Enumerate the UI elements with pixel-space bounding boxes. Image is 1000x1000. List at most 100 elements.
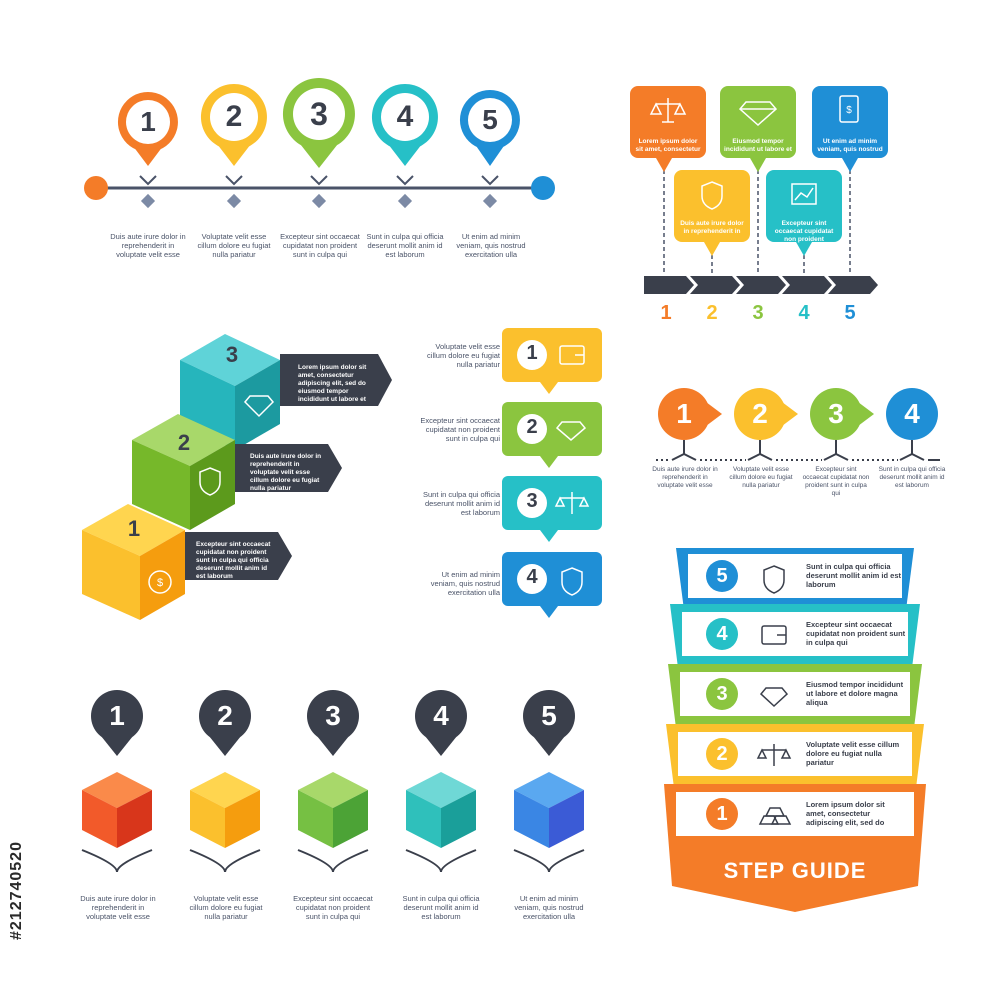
invoice-icon: $ — [839, 95, 859, 123]
drop-caption: Voluptate velit esse cillum dolore eu fu… — [729, 466, 793, 489]
cube-2 — [190, 772, 260, 848]
diamond-icon — [759, 687, 789, 708]
cube-3 — [298, 772, 368, 848]
speech-caption: Voluptate velit esse cillum dolore eu fu… — [427, 342, 500, 369]
pin-number: 2 — [225, 100, 243, 133]
stair-number: 2 — [177, 430, 191, 455]
square-callouts: $ Lorem ipsum dolor sit amet, consectetu… — [620, 80, 900, 330]
money-bag-icon: $ — [148, 570, 172, 594]
pin-3 — [282, 78, 355, 168]
pin-timeline-graphic — [84, 78, 555, 209]
speech-list-graphic — [502, 328, 602, 618]
drop-1 — [658, 388, 722, 440]
step-guide-text: Voluptate velit esse cillum dolore eu fu… — [806, 740, 900, 767]
drop-4 — [886, 388, 938, 440]
speech-list: 1 2 3 4 Voluptate velit esse cillum dolo… — [410, 320, 610, 630]
cube-row-graphic — [81, 690, 585, 873]
timeline-caption: Voluptate velit esse cillum dolore eu fu… — [197, 232, 271, 259]
scale-icon — [554, 492, 590, 514]
step-number: 2 — [706, 302, 718, 324]
gold-bars-icon — [758, 807, 792, 825]
cube-pin-number: 1 — [109, 700, 125, 731]
speech-caption: Sunt in culpa qui officia deserunt molli… — [423, 490, 500, 517]
wallet-icon — [559, 345, 585, 365]
shield-icon — [199, 467, 221, 496]
stock-id-watermark: #212740520 — [6, 760, 26, 940]
cube-pin-number: 2 — [217, 700, 233, 731]
speech-number: 4 — [526, 566, 538, 588]
stair-text: Duis aute irure dolor in reprehenderit i… — [250, 453, 322, 492]
stair-number: 3 — [225, 342, 239, 367]
stair-text: Excepteur sint occaecat cupidatat non pr… — [196, 541, 271, 580]
callout-text: Excepteur sint occaecat cupidatat non pr… — [774, 220, 834, 243]
drop-caption: Sunt in culpa qui officia deserunt molli… — [878, 466, 946, 489]
cube-row: 1 2 3 4 5 Duis aute irure dolor in repre… — [60, 680, 620, 930]
stair-cubes: $ 3 2 1 Lorem ipsum dolor sit amet, cons… — [70, 320, 410, 630]
timeline-end-dot — [531, 176, 555, 200]
cube-pin-number: 3 — [325, 700, 341, 731]
pin-1 — [117, 92, 178, 166]
wallet-icon — [761, 625, 787, 645]
cube-caption: Ut enim ad minim veniam, quis nostrud ex… — [514, 894, 584, 921]
pin-timeline: 1 2 3 4 5 Duis aute irure dolor in repre… — [0, 0, 600, 300]
shield-icon — [701, 181, 723, 210]
pin-4 — [371, 84, 438, 166]
timeline-caption: Sunt in culpa qui officia deserunt molli… — [366, 232, 444, 259]
chart-icon — [791, 183, 817, 205]
shield-icon — [763, 565, 785, 594]
step-guide-graphic — [664, 548, 926, 912]
pin-number: 5 — [482, 104, 498, 135]
pin-number: 1 — [140, 106, 156, 137]
callout-text: Duis aute irure dolor in reprehenderit i… — [680, 220, 744, 235]
step-guide-number: 4 — [716, 623, 728, 645]
pin-2 — [200, 84, 267, 166]
step-number: 4 — [798, 302, 810, 324]
drop-number: 1 — [676, 398, 692, 429]
callout-text: Eiusmod tempor incididunt ut labore et — [724, 138, 792, 153]
cube-caption: Duis aute irure dolor in reprehenderit i… — [80, 894, 156, 921]
timeline-caption: Ut enim ad minim veniam, quis nostrud ex… — [456, 232, 526, 259]
square-callouts-graphic: $ — [630, 86, 888, 294]
cube-4 — [406, 772, 476, 848]
speech-number: 1 — [526, 342, 538, 364]
svg-text:$: $ — [157, 577, 163, 589]
step-guide: 5 4 3 2 1 Sunt in culpa qui officia dese… — [660, 540, 930, 940]
pin-5 — [459, 90, 520, 166]
scale-icon — [649, 98, 687, 123]
step-guide-number: 5 — [716, 565, 728, 587]
stair-text: Lorem ipsum dolor sit amet, consectetur … — [298, 364, 367, 403]
cube-caption: Excepteur sint occaecat cupidatat non pr… — [293, 894, 373, 921]
drop-caption: Excepteur sint occaecat cupidatat non pr… — [802, 466, 870, 497]
timeline-start-dot — [84, 176, 108, 200]
speech-number: 3 — [526, 490, 538, 512]
drop-number: 4 — [904, 398, 920, 429]
drop-number: 3 — [828, 398, 844, 429]
callout-text: Lorem ipsum dolor sit amet, consectetur — [635, 138, 701, 153]
drop-3 — [810, 388, 874, 440]
step-guide-text: Eiusmod tempor incididunt ut labore et d… — [806, 680, 904, 707]
callout-text: Ut enim ad minim veniam, quis nostrud — [817, 138, 883, 153]
shield-icon — [561, 567, 583, 596]
step-number: 3 — [752, 302, 764, 324]
drop-number: 2 — [752, 398, 768, 429]
stair-cubes-graphic: $ — [82, 334, 392, 620]
diamond-icon — [738, 101, 778, 127]
diamond-icon — [243, 395, 275, 418]
cube-pin-number: 5 — [541, 700, 557, 731]
scale-icon — [756, 744, 792, 766]
drop-2 — [734, 388, 798, 440]
speech-caption: Ut enim ad minim veniam, quis nostrud ex… — [430, 570, 500, 597]
step-guide-text: Sunt in culpa qui officia deserunt molli… — [806, 562, 902, 589]
cube-caption: Sunt in culpa qui officia deserunt molli… — [402, 894, 480, 921]
drop-caption: Duis aute irure dolor in reprehenderit i… — [652, 466, 718, 489]
timeline-caption: Duis aute irure dolor in reprehenderit i… — [110, 232, 186, 259]
step-guide-number: 3 — [716, 683, 728, 705]
pin-number: 4 — [396, 100, 414, 133]
step-guide-text: Excepteur sint occaecat cupidatat non pr… — [806, 620, 906, 647]
cube-5 — [514, 772, 584, 848]
cube-pin-number: 4 — [433, 700, 449, 731]
step-guide-text: Lorem ipsum dolor sit amet, consectetur … — [806, 800, 885, 827]
diamond-icon — [555, 421, 587, 441]
step-guide-number: 1 — [716, 803, 728, 825]
speech-caption: Excepteur sint occaecat cupidatat non pr… — [420, 416, 500, 443]
